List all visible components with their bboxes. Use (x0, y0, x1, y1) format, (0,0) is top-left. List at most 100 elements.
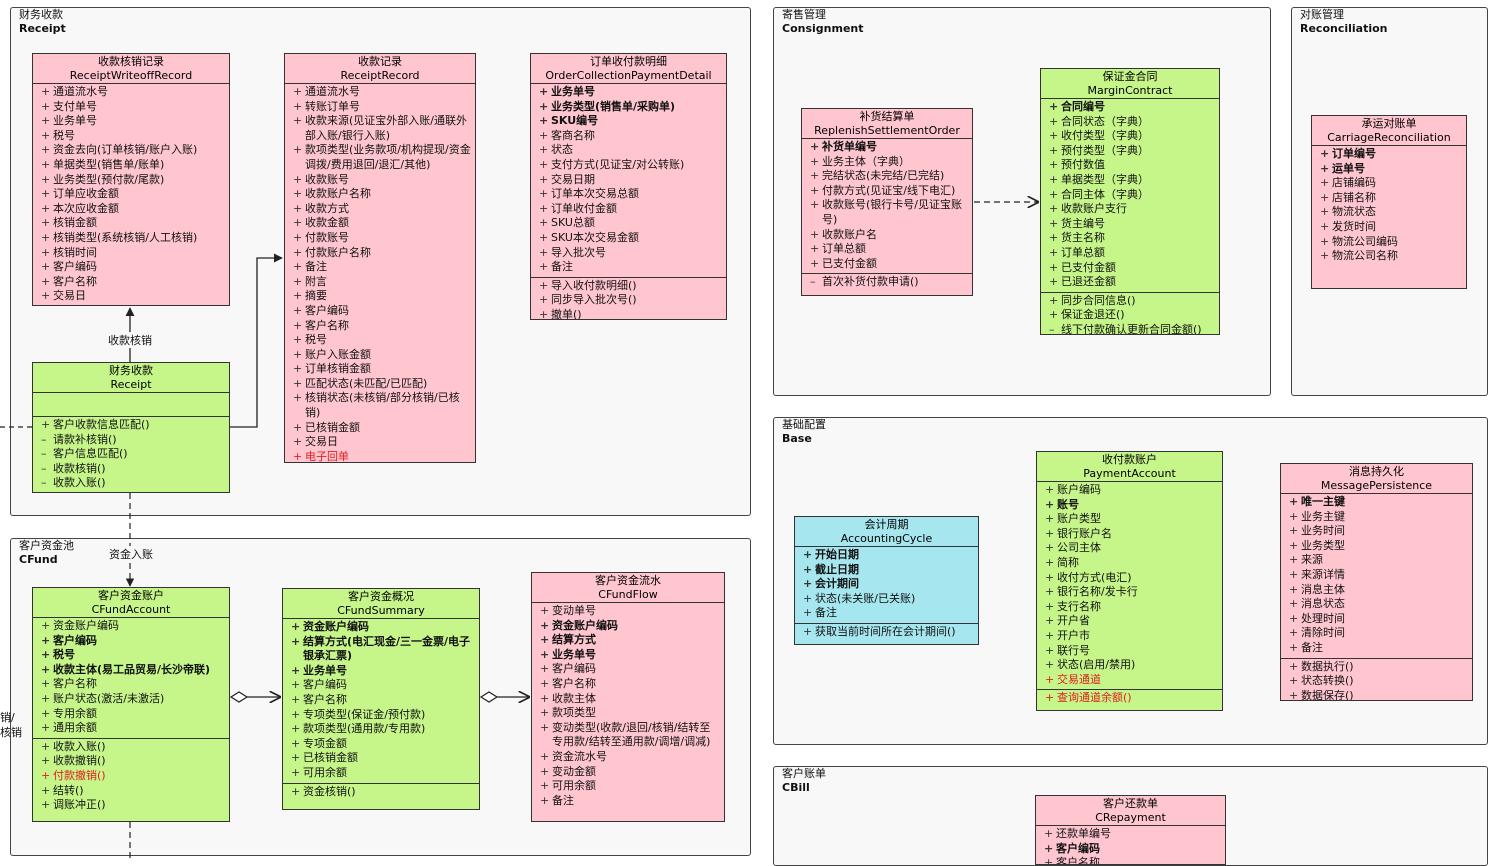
class-name-en: ReplenishSettlementOrder (814, 124, 960, 137)
class-attribute: +通道流水号 (41, 85, 108, 98)
class-attribute: +补货单编号 (810, 140, 877, 153)
class-attribute: +备注 (539, 260, 573, 274)
attributes-section: +还款单编号+客户编码+客户名称 (1036, 826, 1225, 864)
package-title-en: Receipt (19, 22, 66, 35)
class-attribute: +清除时间 (1289, 626, 1345, 640)
class-attribute: +客户编码 (1044, 841, 1100, 855)
class-attribute: +处理时间 (1289, 611, 1345, 625)
class-attribute: +业务类型 (1289, 538, 1345, 552)
class-attribute: +订单总额 (1049, 245, 1105, 259)
methods-section: +资金核销() (283, 784, 479, 802)
class-attribute: +税号 (41, 648, 75, 662)
class-attribute: +已支付金额 (810, 256, 877, 270)
class-attribute: +发货时间 (1320, 219, 1376, 233)
class-name-en: CFundFlow (598, 588, 658, 601)
class-name-en: ReceiptRecord (340, 69, 420, 82)
class-attribute: +简称 (1045, 555, 1079, 569)
class-attribute: +变动单号 (540, 604, 596, 617)
attributes-section: +通道流水号+支付单号+业务单号+税号+资金去向(订单核销/账户入账)+单据类型… (33, 84, 229, 305)
class-attribute: +付款方式(见证宝/线下电汇) (810, 183, 956, 197)
class-method: +收款撤销() (41, 754, 106, 768)
class-attribute: +核销金额 (41, 216, 97, 230)
class-attribute: +摘要 (293, 289, 327, 303)
class-attribute: +收款账号 (293, 172, 349, 186)
class-name-en: CFundAccount (91, 603, 171, 616)
class-name-en: Receipt (110, 378, 152, 391)
class-attribute: +运单号 (1320, 161, 1365, 175)
class-attribute: +结算方式(电汇现金/三一金票/电子银承汇票) (291, 634, 471, 663)
class-attribute: +支行名称 (1045, 599, 1101, 613)
class-method: +客户收款信息匹配() (41, 418, 150, 431)
class-attribute: +已支付金额 (1049, 260, 1116, 274)
class-attribute: +收款主体(易工品贸易/长沙帝联) (41, 662, 211, 676)
class-attribute: +税号 (41, 128, 75, 142)
attributes-section: +业务单号+业务类型(销售单/采购单)+SKU编号+客商名称+状态+支付方式(见… (531, 84, 726, 278)
class-method: –线下付款确认更新合同金额() (1049, 322, 1202, 335)
class-attribute: +收款账户支行 (1049, 202, 1127, 216)
class-attribute: +业务时间 (1289, 524, 1345, 538)
attributes-section: +账户编码+账号+账户类型+银行账户名+公司主体+简称+收付方式(电汇)+银行名… (1037, 482, 1222, 691)
class-attribute: +本次应收金额 (41, 201, 119, 215)
methods-section: +查询通道余额() (1037, 690, 1222, 708)
class-name-zh: 客户资金概况 (348, 590, 414, 603)
class-method: –收款入账() (41, 476, 106, 490)
class-attribute: +客商名称 (539, 128, 595, 142)
class-attribute: +SKU本次交易金额 (539, 230, 639, 244)
package-title-en: CBill (782, 781, 810, 794)
class-attribute: +款项类型(通用款/专用款) (291, 722, 426, 736)
class-attribute: +核销状态(未核销/部分核销/已核销) (293, 391, 460, 420)
class-attribute: +客户编码 (293, 303, 349, 317)
package-title-en: Base (782, 432, 812, 445)
class-attribute: +备注 (803, 606, 837, 620)
attributes-section (33, 393, 229, 417)
class-attribute: +物流公司名称 (1320, 249, 1398, 263)
class-attribute: +客户编码 (41, 633, 97, 647)
attributes-section: +开始日期+截止日期+会计期间+状态(未关账/已关账)+备注 (795, 547, 978, 624)
class-attribute: +银行名称/发卡行 (1045, 585, 1138, 599)
class-name-zh: 补货结算单 (859, 110, 915, 123)
class-attribute: +款项类型(业务款项/机构提现/资金调拨/费用退回/退汇/其他) (293, 143, 471, 171)
class-attribute: +收款账户名 (810, 227, 877, 241)
class-name-zh: 保证金合同 (1102, 70, 1158, 83)
attributes-section: +通道流水号+转账订单号+收款来源(见证宝外部入账/通联外部入账/银行入账)+款… (285, 84, 475, 462)
class-attribute: +附言 (293, 274, 327, 288)
class-name-en: CFundSummary (337, 604, 425, 617)
class-method: –客户信息匹配() (41, 447, 128, 461)
class-name-zh: 客户还款单 (1103, 797, 1158, 810)
class-attribute: +合同状态（字典） (1049, 114, 1149, 128)
class-attribute: +业务类型(预付款/尾款) (41, 172, 165, 186)
class-attribute: +支付单号 (41, 99, 97, 113)
class-attribute: +店铺编码 (1320, 176, 1376, 190)
class-attribute: +专项类型(保证金/预付款) (291, 707, 426, 721)
class-attribute: +通道流水号 (293, 85, 360, 98)
class-name-zh: 财务收款 (109, 364, 153, 377)
class-attribute: +还款单编号 (1044, 827, 1111, 840)
class-attribute: +收款金额 (293, 216, 349, 230)
class-attribute: +账户编码 (1045, 483, 1101, 496)
class-attribute: +消息主体 (1289, 582, 1345, 596)
class-name-zh: 收款记录 (358, 55, 402, 68)
class-attribute: +变动类型(收款/退回/核销/结转至专用款/结转至通用款/调增/调减) (540, 720, 711, 749)
class-name-zh: 消息持久化 (1349, 465, 1404, 478)
class-attribute: +单据类型(销售单/账单) (41, 157, 165, 171)
class-name-en: CarriageReconciliation (1327, 131, 1451, 144)
